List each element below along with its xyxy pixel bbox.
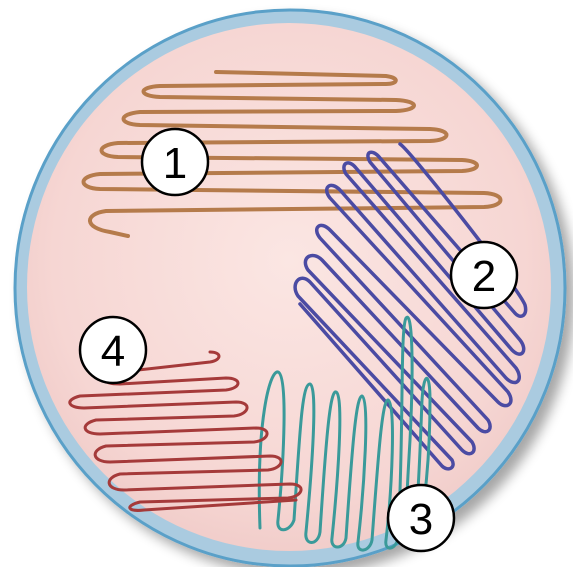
label-2: 2 bbox=[451, 242, 517, 308]
label-3: 3 bbox=[388, 485, 454, 551]
label-4-text: 4 bbox=[101, 327, 125, 376]
label-3-text: 3 bbox=[409, 495, 433, 544]
label-4: 4 bbox=[80, 317, 146, 383]
label-1: 1 bbox=[142, 129, 208, 195]
label-1-text: 1 bbox=[163, 139, 187, 188]
label-2-text: 2 bbox=[472, 252, 496, 301]
